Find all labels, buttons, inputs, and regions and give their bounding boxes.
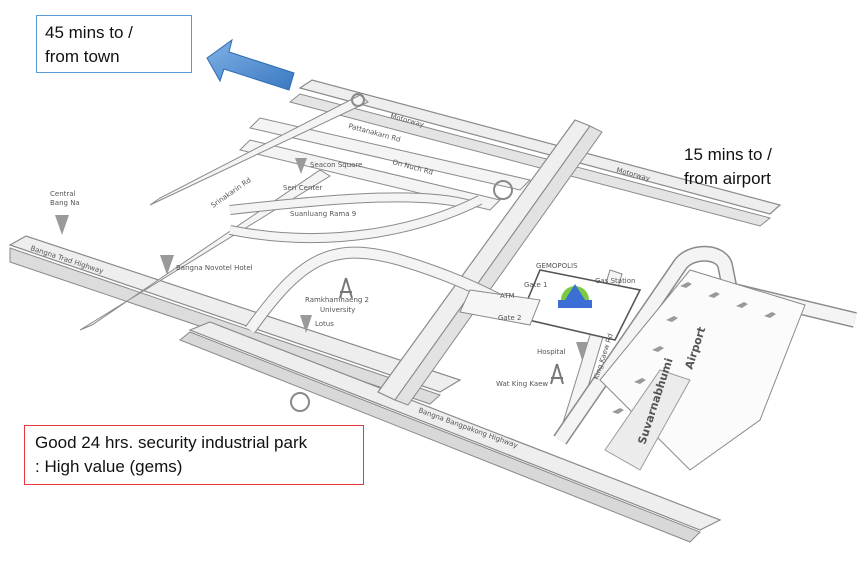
bangna-trad-highway: [8, 235, 462, 405]
label-hospital: Hospital: [537, 348, 566, 356]
gem-logo-icon: [558, 284, 592, 308]
label-novotel: Bangna Novotel Hotel: [176, 264, 253, 272]
label-seacon: Seacon Square: [310, 161, 362, 169]
direction-arrow-icon: [206, 38, 295, 91]
airport-line-1: 15 mins to /: [684, 145, 772, 164]
label-gas-station: Gas Station: [595, 277, 635, 285]
label-central-2: Bang Na: [50, 199, 80, 207]
town-line-1: 45 mins to /: [45, 23, 133, 42]
security-line-2: : High value (gems): [35, 457, 183, 476]
label-central: Central: [50, 190, 76, 198]
label-wat-king-kaew: Wat King Kaew: [496, 380, 548, 388]
travel-time-airport-callout: 15 mins to / from airport: [684, 143, 804, 191]
label-seri: Seri Center: [283, 184, 322, 192]
label-gemopolis: GEMOPOLIS: [554, 312, 584, 318]
security-line-1: Good 24 hrs. security industrial park: [35, 433, 308, 452]
suanluang-road: [229, 192, 483, 244]
airport-line-2: from airport: [684, 169, 771, 188]
ramkhamhaeng-road: [245, 246, 503, 334]
label-gate-2: Gate 2: [498, 314, 521, 322]
main-north-south-road: [377, 119, 603, 406]
airport-access-road: [553, 245, 857, 445]
airport-area: [599, 269, 806, 471]
plane-icon: [612, 282, 776, 414]
label-gate-1: Gate 1: [524, 281, 547, 289]
label-ramkhamhaeng: Ramkhamhaeng 2: [305, 296, 369, 304]
bangna-bangpakong-highway: [179, 321, 722, 543]
pattanakarn-road: [239, 117, 531, 211]
security-note-callout: Good 24 hrs. security industrial park : …: [24, 425, 364, 485]
label-atm: ATM: [500, 292, 515, 300]
label-gemopolis-top: GEMOPOLIS: [536, 262, 578, 270]
town-line-2: from town: [45, 47, 120, 66]
tower-icon: [339, 277, 564, 385]
motorway-road: [288, 79, 782, 227]
label-lotus: Lotus: [315, 320, 334, 328]
travel-time-town-callout: 45 mins to / from town: [36, 15, 192, 73]
roundabout-icon: [290, 93, 513, 412]
pin-icon: [55, 158, 588, 360]
label-suanluang: Suanluang Rama 9: [290, 210, 356, 218]
label-university: University: [320, 306, 355, 314]
